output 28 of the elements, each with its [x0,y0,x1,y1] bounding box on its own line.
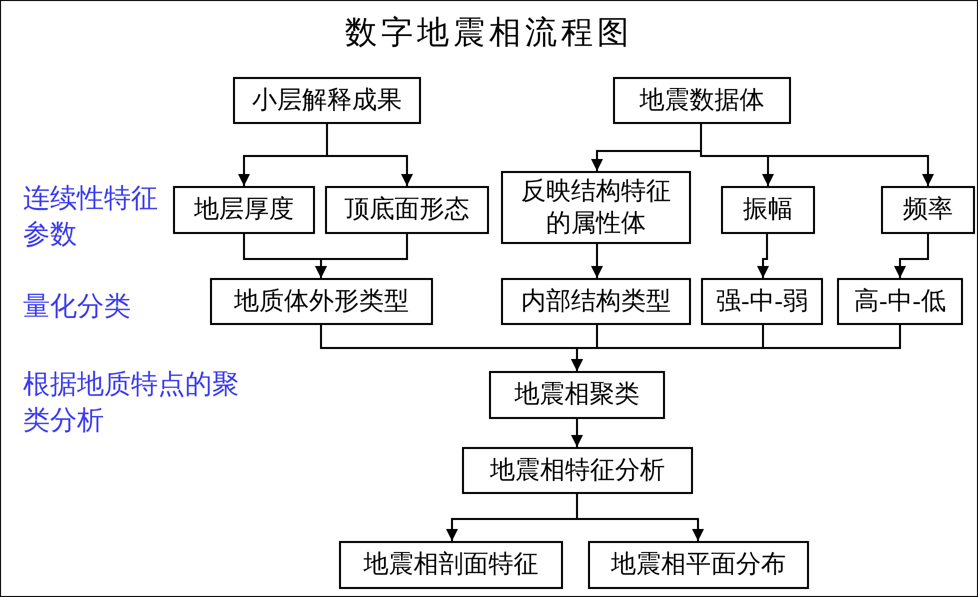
arrow [326,124,413,186]
process-box: 内部结构类型 [501,278,691,325]
arrow [700,124,934,186]
arrow [571,325,901,371]
stage-label: 根据地质特点的聚类分析 [23,368,240,438]
process-box: 反映结构特征的属性体 [501,171,691,244]
stage-label: 量化分类 [23,290,132,324]
process-box: 振幅 [721,186,815,234]
process-box: 强-中-弱 [701,278,823,325]
process-box: 高-中-低 [837,278,963,325]
process-box: 地震相剖面特征 [339,541,563,589]
process-box: 地震相平面分布 [588,541,809,589]
process-box: 顶底面形态 [325,186,489,234]
arrow [571,419,583,447]
process-box: 地震数据体 [613,77,791,124]
process-box: 地震相特征分析 [462,447,693,494]
diagram-title: 数字地震相流程图 [344,13,634,52]
arrow [894,234,929,278]
arrow [315,234,408,278]
process-box: 地震相聚类 [489,371,665,419]
process-box: 小层解释成果 [233,77,421,124]
process-box: 地质体外形类型 [210,278,433,325]
process-box: 地层厚度 [173,186,315,234]
arrow [757,234,769,278]
arrow [576,494,704,541]
arrow [591,244,603,278]
stage-label: 连续性特征参数 [23,182,158,252]
process-box: 频率 [881,186,975,234]
